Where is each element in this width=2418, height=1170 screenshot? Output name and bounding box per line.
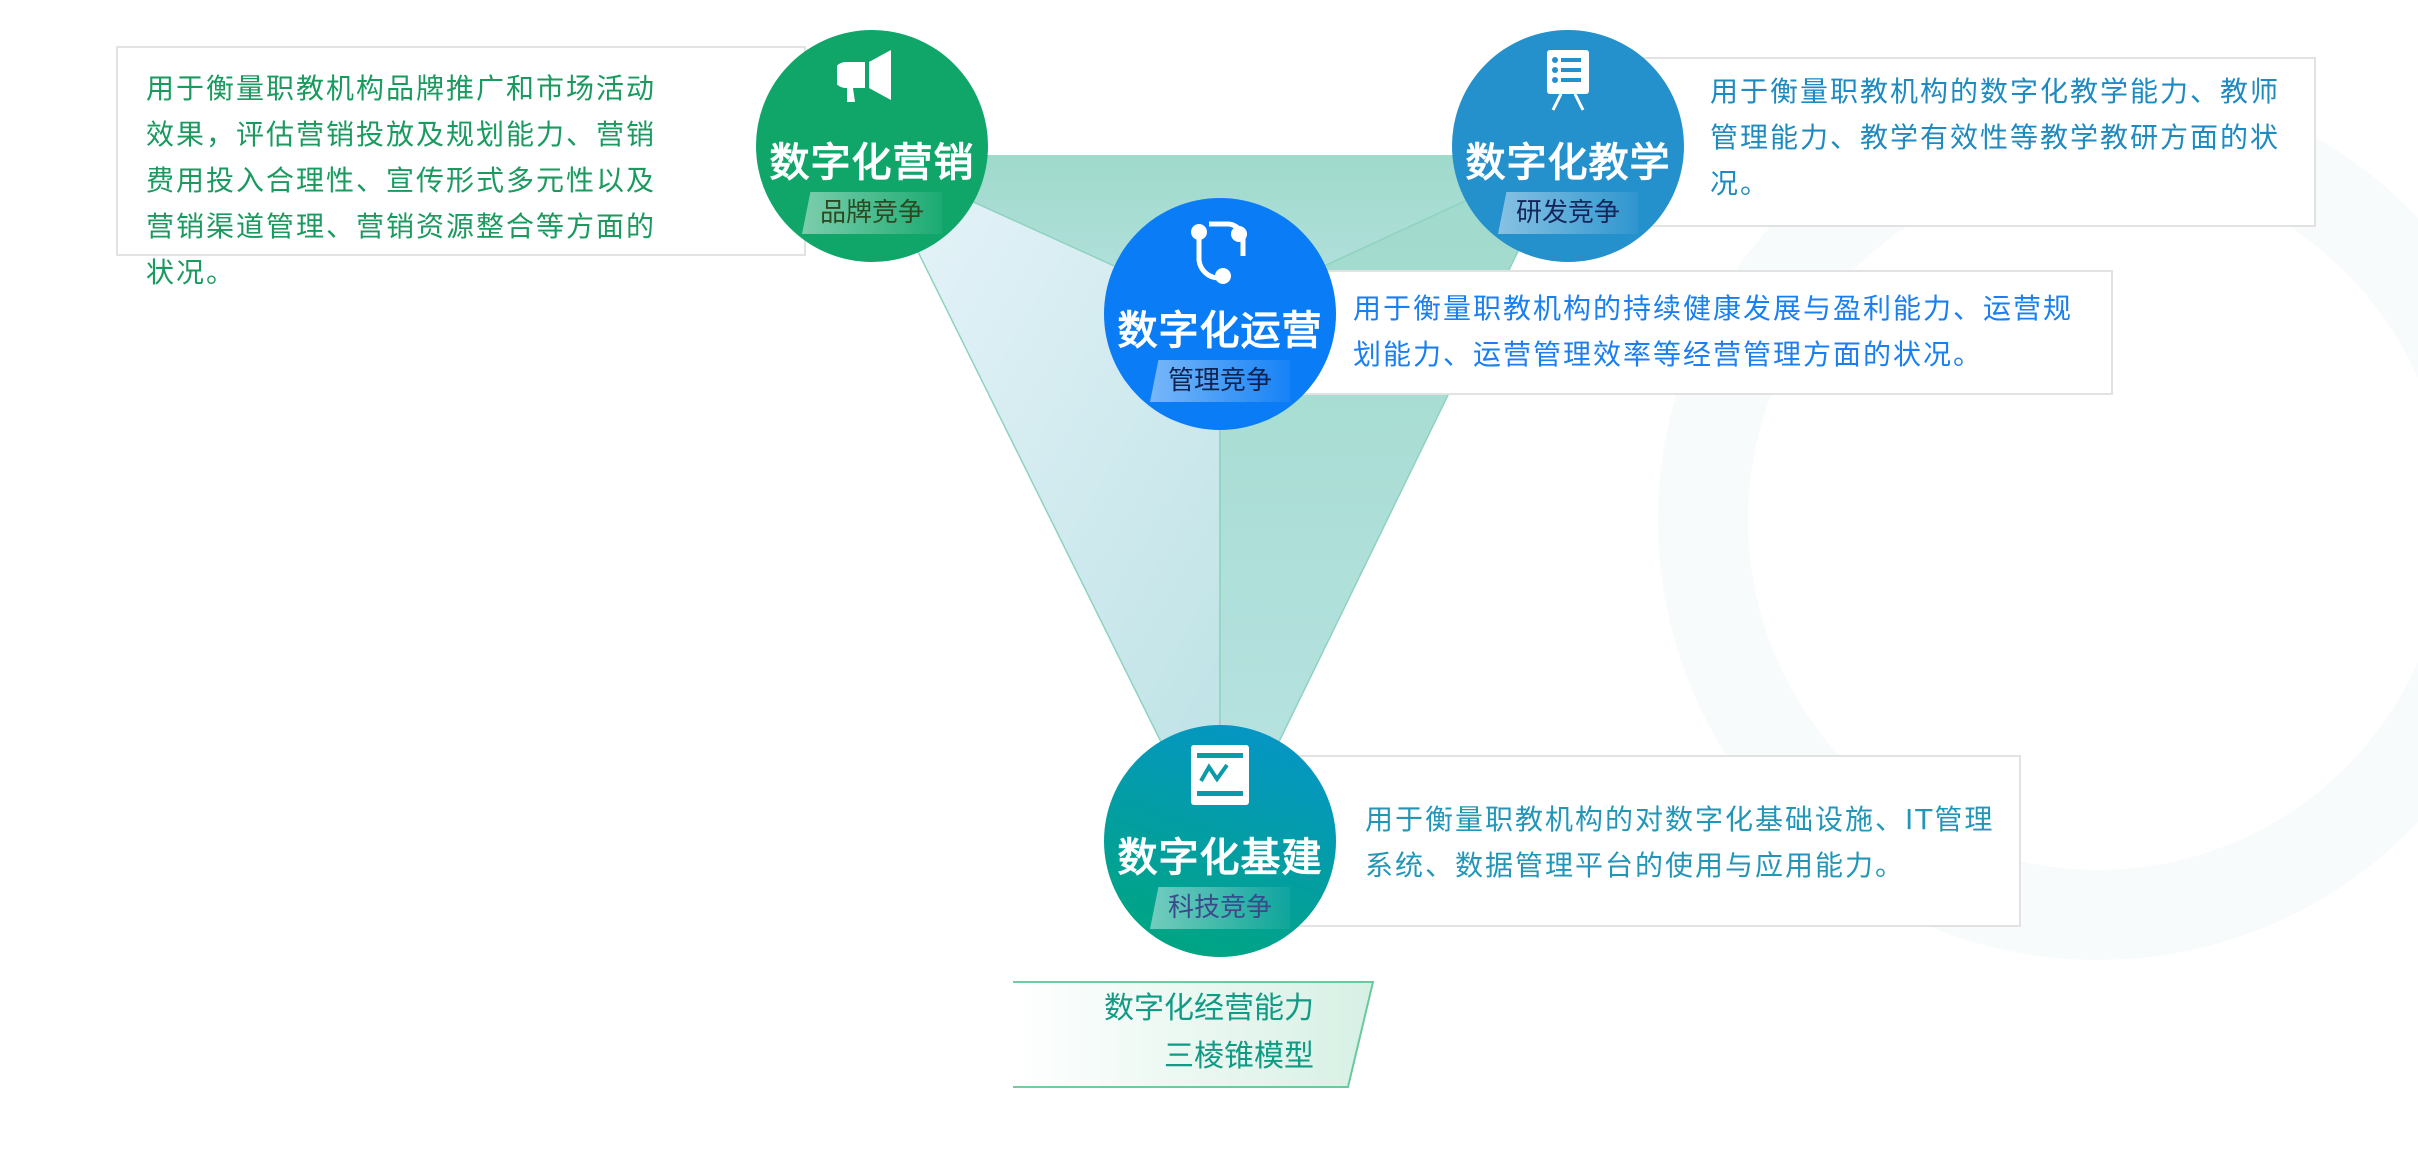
operations-node[interactable]: 数字化运营 管理竞争 [1104,198,1336,430]
teaching-title: 数字化教学 [1465,140,1671,186]
marketing-badge: 品牌竞争 [802,192,942,234]
infrastructure-node[interactable]: 数字化基建 科技竞争 [1104,725,1336,957]
marketing-description: 用于衡量职教机构品牌推广和市场活动效果，评估营销投放及规划能力、营销费用投入合理… [146,72,657,289]
infrastructure-description-box: 用于衡量职教机构的对数字化基础设施、IT管理系统、数据管理平台的使用与应用能力。 [1295,755,2021,927]
presentation-board-icon [1547,50,1589,111]
teaching-description-box: 用于衡量职教机构的数字化教学能力、教师管理能力、教学有效性等教学教研方面的状况。 [1604,57,2316,227]
model-label-line2: 三棱锥模型 [1164,1039,1314,1074]
model-label-border [1013,981,1374,1088]
megaphone-icon [837,50,891,102]
marketing-title: 数字化营销 [769,140,975,186]
marketing-node[interactable]: 数字化营销 品牌竞争 [756,30,988,262]
operations-description: 用于衡量职教机构的持续健康发展与盈利能力、运营规划能力、运营管理效率等经营管理方… [1353,292,2074,371]
marketing-description-box: 用于衡量职教机构品牌推广和市场活动效果，评估营销投放及规划能力、营销费用投入合理… [116,46,806,289]
model-label-line1: 数字化经营能力 [1104,991,1314,1026]
teaching-node[interactable]: 数字化教学 研发竞争 [1452,30,1684,262]
operations-title: 数字化运营 [1117,308,1323,354]
chart-panel-icon [1191,745,1249,805]
cycle-nodes-icon [1191,221,1247,284]
operations-badge: 管理竞争 [1150,360,1290,402]
teaching-description: 用于衡量职教机构的数字化教学能力、教师管理能力、教学有效性等教学教研方面的状况。 [1710,75,2281,200]
infrastructure-title: 数字化基建 [1117,835,1323,881]
teaching-badge: 研发竞争 [1498,192,1638,234]
infrastructure-description: 用于衡量职教机构的对数字化基础设施、IT管理系统、数据管理平台的使用与应用能力。 [1365,803,1995,882]
operations-description-box: 用于衡量职教机构的持续健康发展与盈利能力、运营规划能力、运营管理效率等经营管理方… [1295,270,2113,395]
infrastructure-badge: 科技竞争 [1150,887,1290,929]
model-label: 数字化经营能力 三棱锥模型 [1013,981,1374,1088]
